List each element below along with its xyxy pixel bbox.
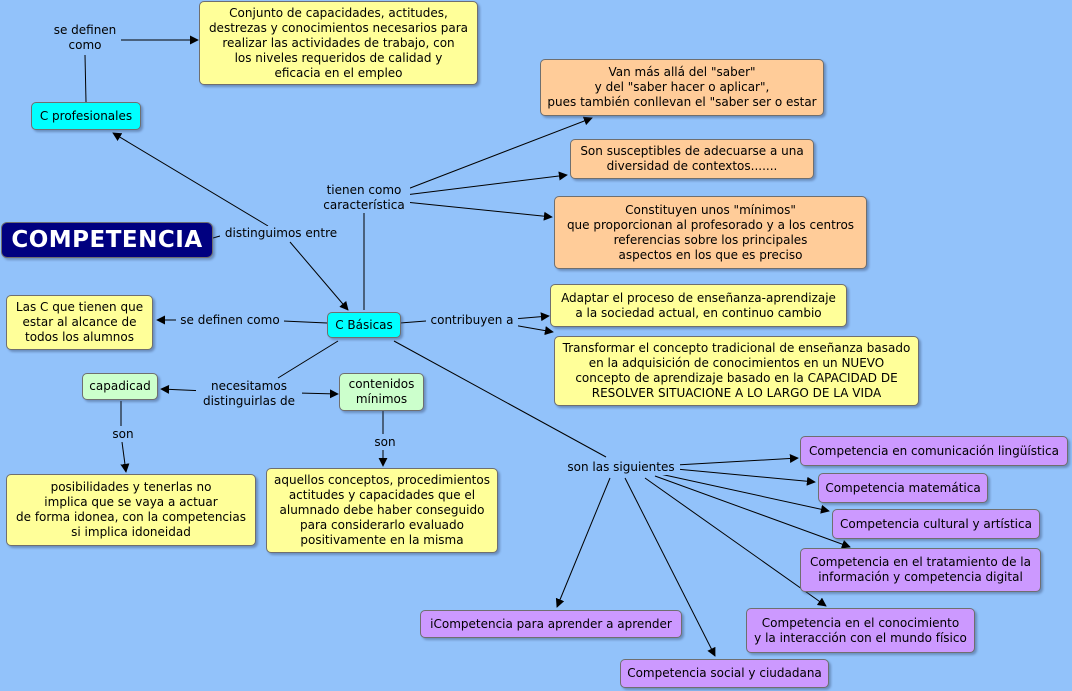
link-arrow [112, 132, 269, 227]
link-phrase-necesitamos-distinguirlas: necesitamos distinguirlas de [196, 379, 302, 409]
link-arrow [512, 324, 554, 336]
link-line [212, 235, 221, 239]
c-profesionales-definition-node[interactable]: Conjunto de capacidades, actitudes, dest… [199, 1, 478, 85]
characteristic-saber-node[interactable]: Van más allá del "saber" y del "saber ha… [540, 59, 824, 116]
competencia-social-node[interactable]: Competencia social y ciudadana [620, 659, 829, 688]
link-arrow [675, 468, 816, 486]
link-line [84, 54, 87, 103]
characteristic-minimos-node[interactable]: Constituyen unos "mínimos" que proporcio… [554, 196, 867, 269]
link-arrow [659, 473, 830, 514]
link-arrow [654, 475, 851, 549]
capacidad-definition-node[interactable]: posibilidades y tenerlas no implica que … [6, 474, 256, 546]
competencia-digital-node[interactable]: Competencia en el tratamiento de la info… [800, 548, 1041, 592]
contribution-transformar-node[interactable]: Transformar el concepto tradicional de e… [554, 336, 919, 406]
link-phrase-distinguimos-entre: distinguimos entre [220, 226, 342, 241]
competencia-linguistica-node[interactable]: Competencia en comunicación lingüística [800, 436, 1068, 466]
link-arrow [624, 477, 716, 657]
c-basicas-node[interactable]: C Básicas [327, 312, 401, 338]
link-phrase-son-las-siguientes: son las siguientes [562, 460, 680, 475]
link-line [282, 320, 328, 324]
link-arrow [512, 312, 550, 322]
link-phrase-son: son [107, 427, 139, 442]
link-line [399, 320, 427, 324]
link-phrase-se-definen-como: se definen como [176, 313, 284, 328]
link-arrow [404, 201, 553, 221]
competencia-aprender-node[interactable]: iCompetencia para aprender a aprender [420, 610, 682, 638]
link-phrase-son: son [368, 435, 402, 450]
competencia-mundo-fisico-node[interactable]: Competencia en el conocimiento y la inte… [746, 608, 975, 653]
characteristic-contextos-node[interactable]: Son susceptibles de adecuarse a una dive… [570, 139, 814, 179]
contribution-adaptar-node[interactable]: Adaptar el proceso de enseñanza-aprendiz… [550, 284, 847, 327]
competencia-matematica-node[interactable]: Competencia matemática [818, 473, 988, 503]
c-basicas-definition-node[interactable]: Las C que tienen que estar al alcance de… [6, 295, 153, 350]
contenidos-minimos-node[interactable]: contenidos mínimos [339, 373, 424, 411]
link-arrow [675, 453, 799, 466]
link-phrase-tienen-como-caracteristica: tienen como característica [318, 183, 410, 213]
link-phrase-contribuyen-a: contribuyen a [426, 313, 518, 328]
link-arrow [644, 477, 827, 607]
link-phrase-se-definen-como: se definen como [49, 23, 121, 53]
link-line [393, 340, 607, 458]
contenidos-definition-node[interactable]: aquellos conceptos, procedimientos actit… [266, 468, 498, 553]
capacidad-node[interactable]: capadicad [82, 373, 158, 400]
link-arrow [555, 477, 611, 608]
c-profesionales-node[interactable]: C profesionales [31, 102, 141, 130]
link-arrow [120, 441, 130, 473]
link-arrow [404, 171, 568, 196]
link-arrow [404, 116, 593, 191]
link-arrow [289, 241, 349, 311]
link-line [277, 340, 339, 379]
competencia-cultural-node[interactable]: Competencia cultural y artística [832, 509, 1040, 539]
diagram-title: COMPETENCIA [1, 222, 213, 258]
link-arrow [297, 389, 339, 399]
